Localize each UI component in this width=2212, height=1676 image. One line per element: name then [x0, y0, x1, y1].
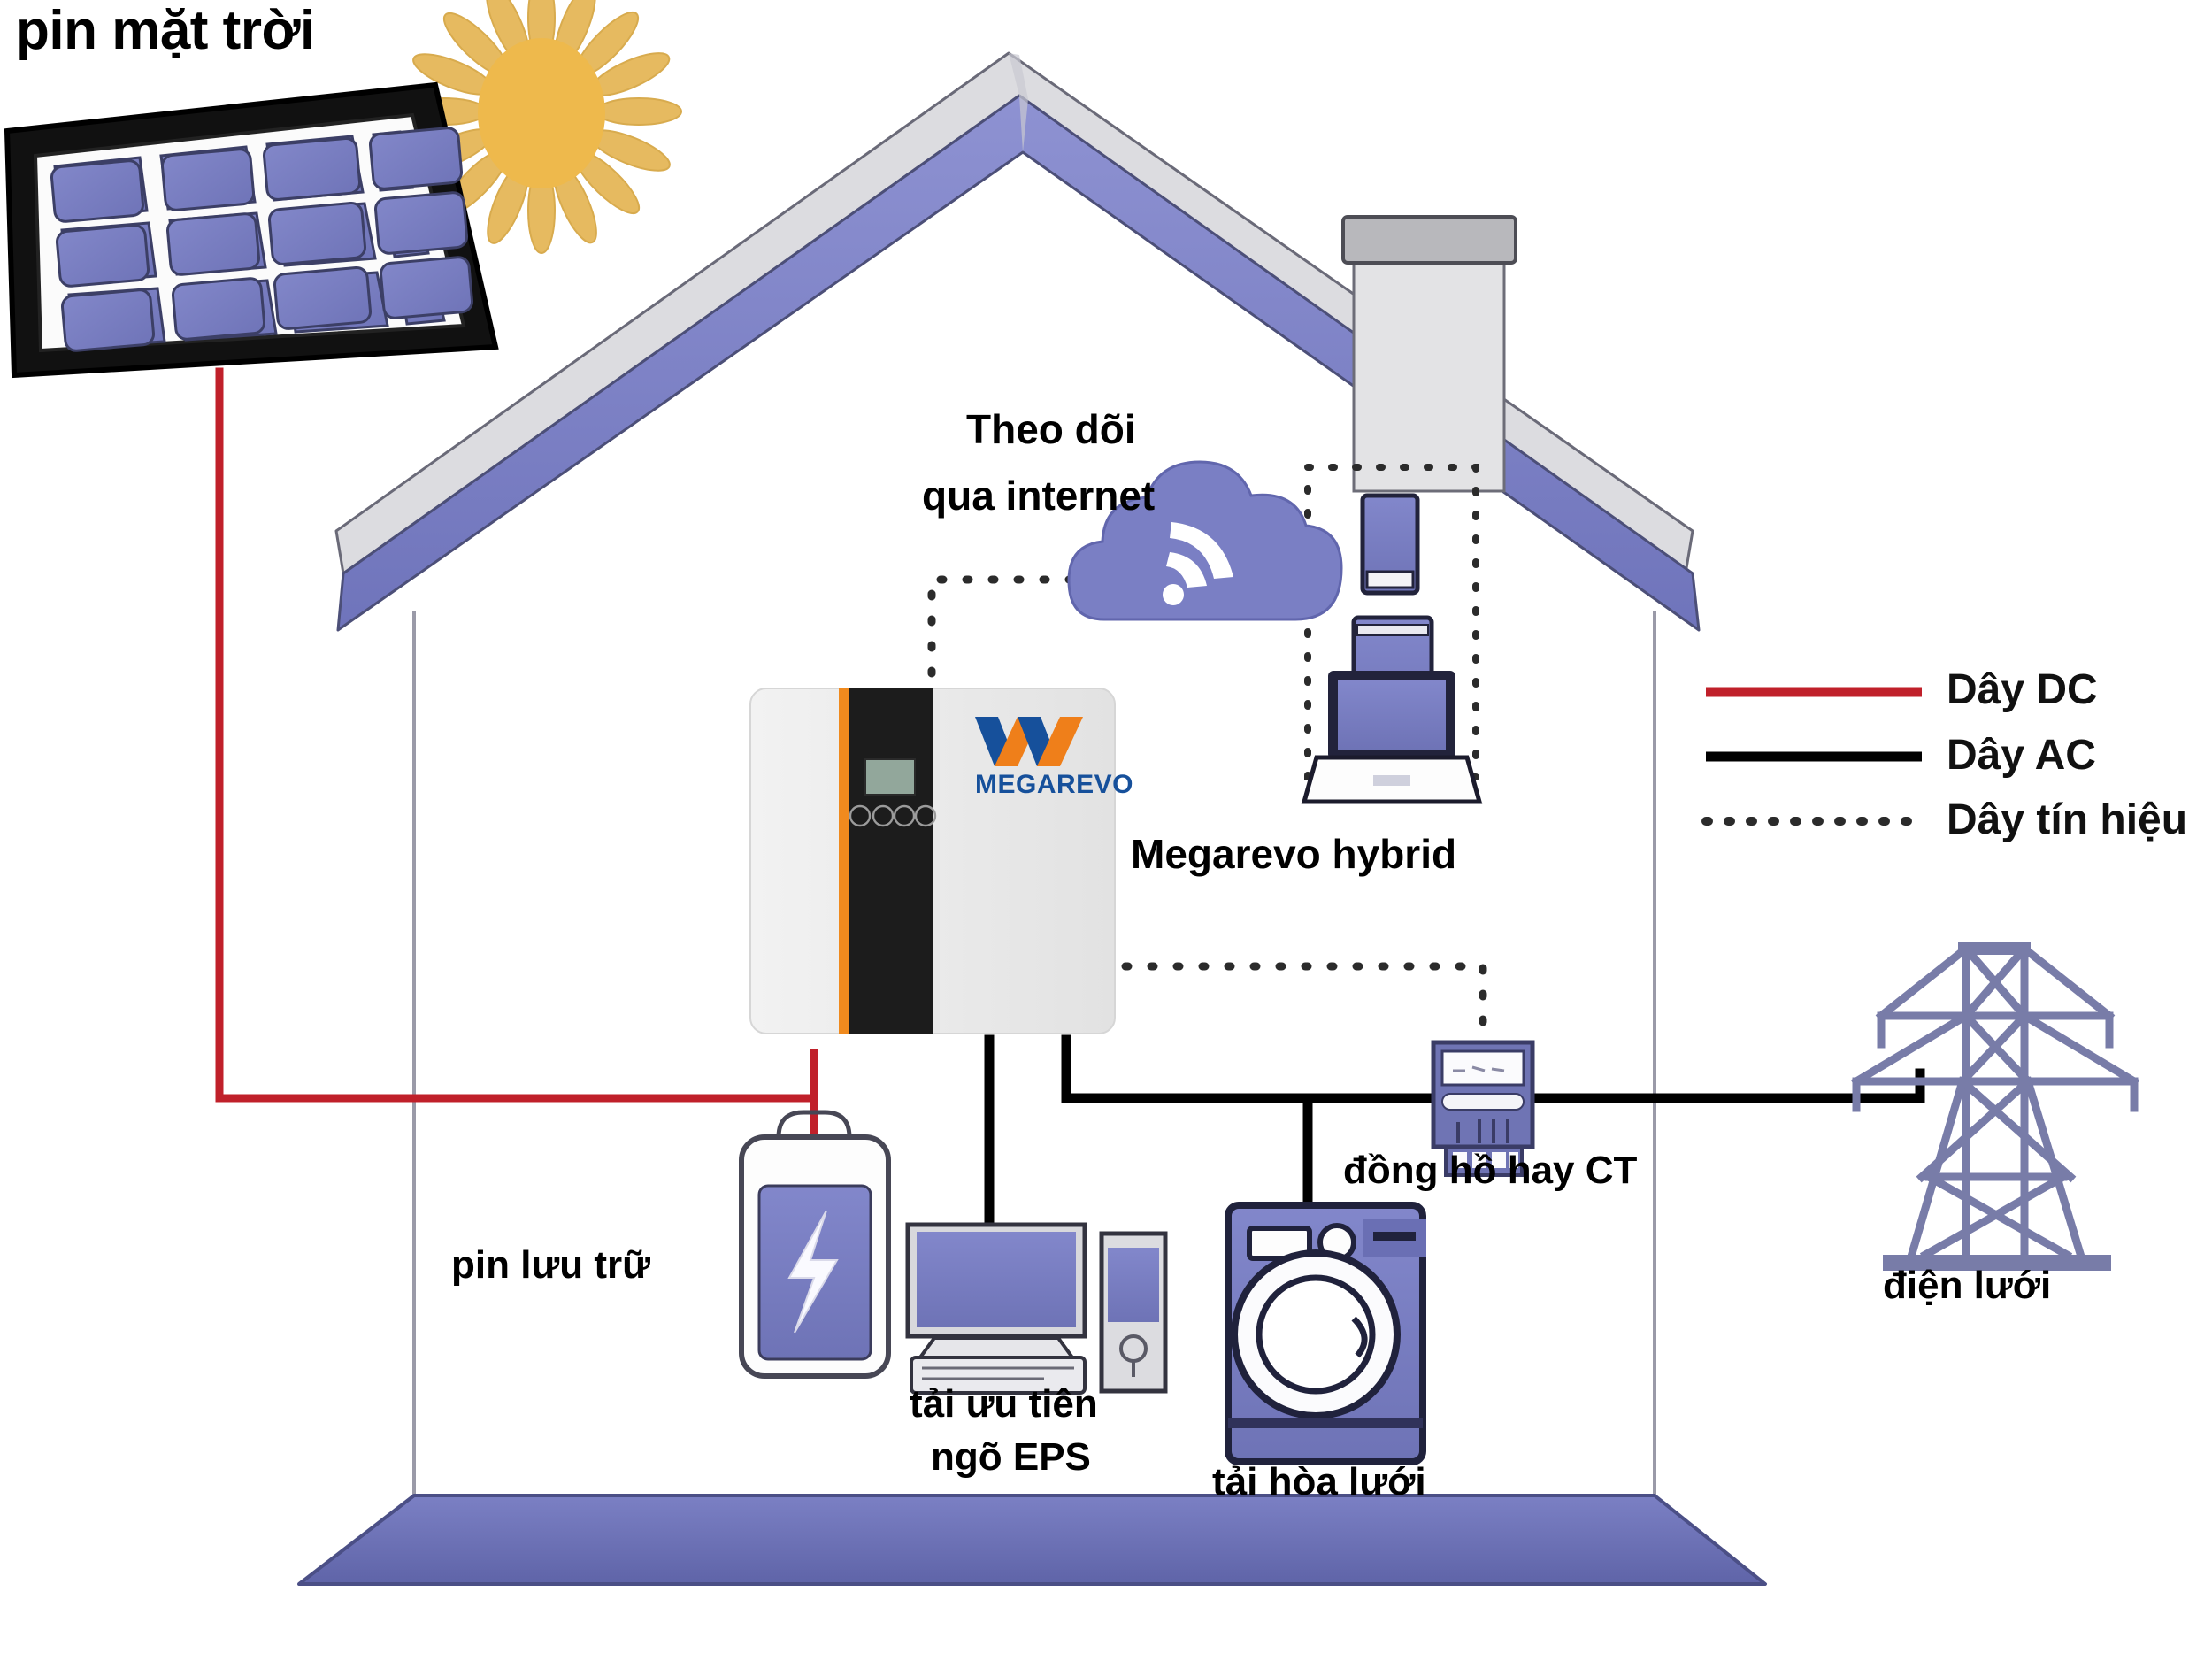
transmission-tower-icon: [1850, 942, 2140, 1271]
legend-label-dc: Dây DC: [1947, 666, 2098, 713]
washing-machine-icon: [1225, 1202, 1426, 1465]
monitoring-label-line1: Theo dõi: [966, 406, 1136, 452]
battery-label: pin lưu trữ: [451, 1243, 651, 1287]
battery-icon: [739, 1110, 891, 1379]
laptop-icon: [1301, 671, 1483, 804]
sun-icon: [401, 0, 682, 254]
solar-panel-label: pin mặt trời: [16, 0, 315, 61]
eps-load-label-line2: ngõ EPS: [931, 1435, 1091, 1479]
solar-panel-icon: [4, 81, 499, 379]
meter-label: đồng hồ hay CT: [1343, 1149, 1638, 1192]
inverter-device[interactable]: MEGAREVO: [749, 688, 1133, 1034]
chimney-icon: [1341, 215, 1517, 493]
legend-label-ac: Dây AC: [1947, 732, 2096, 779]
svg-text:MEGAREVO: MEGAREVO: [975, 770, 1133, 799]
cloud-wifi-icon: [1067, 460, 1343, 621]
inverter-buttons[interactable]: [849, 804, 937, 827]
smartphone-icon: [1360, 493, 1420, 596]
grid-load-label: tải hòa lưới: [1212, 1460, 1426, 1503]
legend-swatches: [1701, 687, 1926, 826]
megarevo-logo: MEGAREVO: [975, 717, 1133, 799]
desktop-computer-icon: [905, 1222, 1168, 1395]
eps-load-label-line1: tải ưu tiên: [910, 1382, 1098, 1426]
signal-wire-cloud: [927, 575, 1094, 703]
house-floor: [297, 1494, 1767, 1586]
monitoring-label-line2: qua internet: [922, 473, 1156, 519]
inverter-label: Megarevo hybrid: [1131, 831, 1457, 877]
legend-label-signal: Dây tín hiệu: [1947, 796, 2188, 843]
grid-label: điện lưới: [1883, 1264, 2052, 1307]
energy-meter-icon: [1431, 1040, 1535, 1177]
signal-wire-meter: [1121, 962, 1487, 1047]
